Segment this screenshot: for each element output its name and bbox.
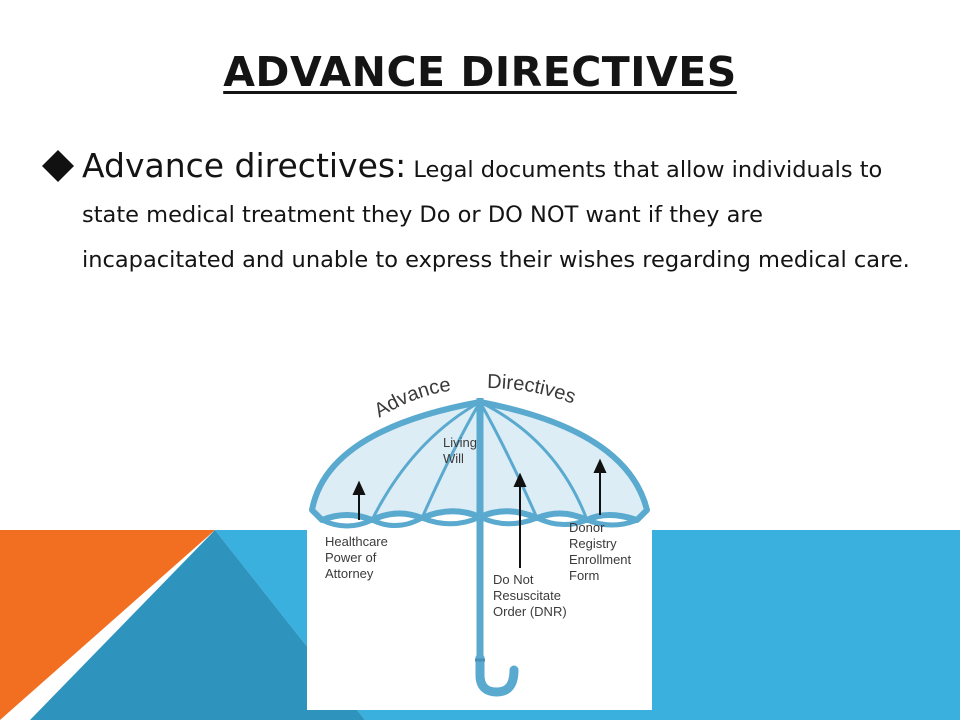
bullet-text: Advance directives: Legal documents that… [82,143,920,283]
label-living-will: Living Will [443,435,481,466]
diamond-bullet-icon [42,150,74,182]
pointer-arrows [352,458,607,568]
umbrella-shaft-icon [475,398,519,697]
arc-label-directives: Directives [487,371,579,409]
bullet-definition: Legal documents that allow individuals t… [82,157,910,273]
dark-blue-triangle [30,530,365,720]
label-dnr: Do Not Resuscitate Order (DNR) [493,572,567,619]
label-donor-registry: Donor Registry Enrollment Form [569,520,635,583]
label-healthcare-poa: Healthcare Power of Attorney [325,534,392,581]
bullet-term: Advance directives: [82,146,407,185]
slide-title: ADVANCE DIRECTIVES [223,48,737,96]
orange-triangle [0,530,215,720]
bullet-item: Advance directives: Legal documents that… [40,143,920,283]
umbrella-illustration: Advance Directives Living W [307,370,652,710]
